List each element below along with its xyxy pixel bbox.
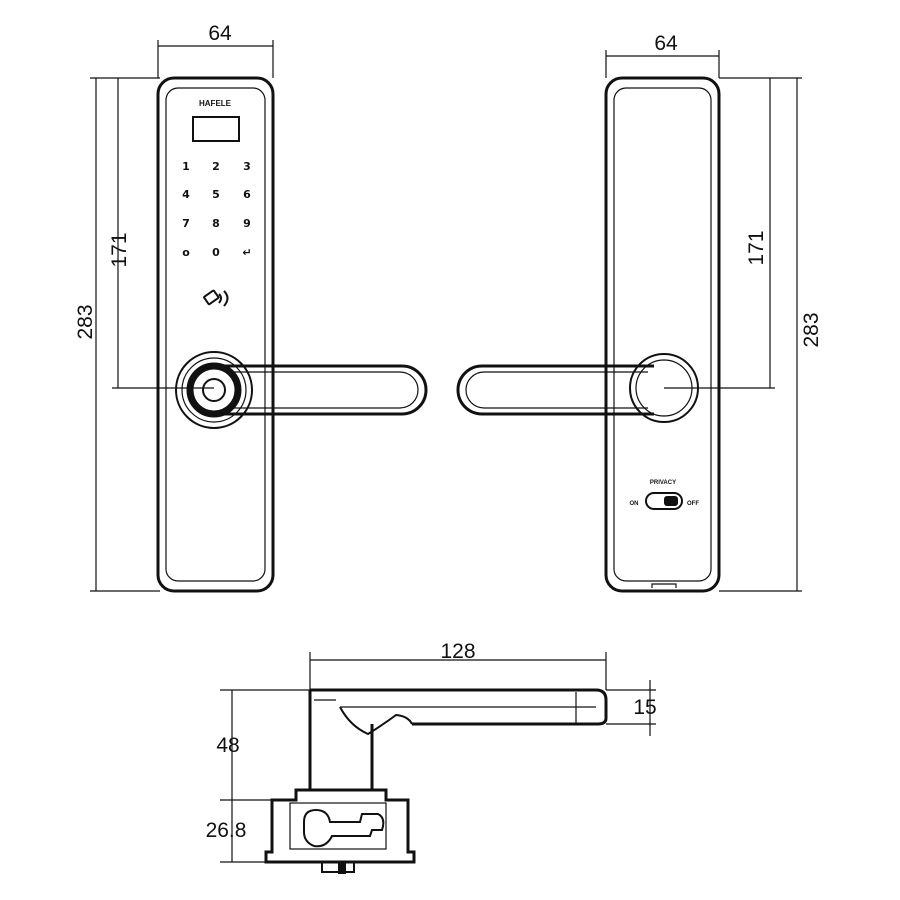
key-0: 0 [212,246,220,259]
side-dimensions: 128 15 48 26.8 [206,640,657,863]
side-handle-bar [310,688,608,726]
front-total-height-label: 283 [74,304,97,339]
key-4: 4 [182,188,190,201]
back-inner-height-label: 171 [745,230,768,265]
key-5: 5 [212,188,220,201]
back-lever-handle [456,364,654,416]
key-1: 1 [182,160,190,173]
brand-label: HAFELE [199,99,232,108]
key-9: 9 [243,217,251,230]
side-view [264,688,608,874]
privacy-switch-label: PRIVACY [650,480,676,486]
back-panel-view: PRIVACY ON OFF [456,76,721,593]
front-lever-handle [224,364,428,416]
back-width-label: 64 [654,32,678,55]
back-total-height-label: 283 [800,312,823,347]
switch-on-label: ON [630,501,639,507]
side-base-body [264,788,416,864]
front-panel-outline [156,76,275,593]
key-enter: ↵ [242,246,251,259]
front-width-label: 64 [208,22,232,45]
key-star: o [182,246,190,259]
side-thickness-label: 15 [633,696,656,719]
key-8: 8 [212,217,220,230]
card-reader-icon [203,289,229,307]
key-6: 6 [243,188,251,201]
front-dimensions: 64 171 283 [74,22,274,592]
front-inner-height-label: 171 [108,232,131,267]
side-body-depth-label: 26.8 [206,819,247,842]
back-panel-outline [604,76,721,593]
keypad: 1 2 3 4 5 6 7 8 9 o 0 ↵ [182,160,251,259]
switch-off-label: OFF [687,501,699,507]
side-length-label: 128 [440,640,475,663]
side-key-shape [303,808,385,848]
display-screen [192,116,240,142]
back-panel-inner-outline [613,87,712,582]
front-handle-rosette [175,351,253,429]
front-panel-inner-outline [165,87,266,582]
back-dimensions: 64 171 283 [605,32,823,592]
key-7: 7 [182,217,190,230]
key-cylinder [202,378,226,402]
key-3: 3 [243,160,251,173]
switch-knob [664,496,678,506]
side-depth-label: 48 [216,734,239,757]
switch-track [645,492,683,510]
front-panel-view: HAFELE 1 2 3 4 5 6 7 8 9 o 0 ↵ [156,76,428,593]
privacy-switch: PRIVACY ON OFF [630,480,699,510]
key-2: 2 [212,160,220,173]
